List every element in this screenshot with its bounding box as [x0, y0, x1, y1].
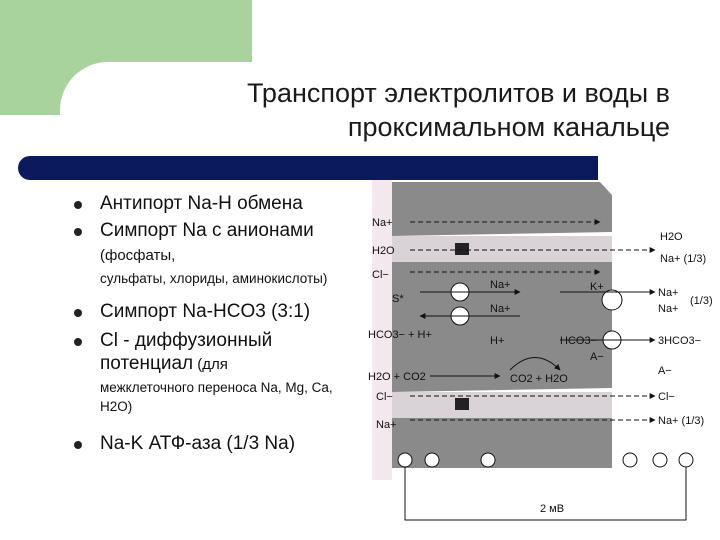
right-label-na-1-3-2: Na+ (1/3) — [658, 415, 704, 427]
right-label-3hco3: 3HCO3− — [658, 335, 701, 347]
label-h2o-co2: H2O + CO2 — [368, 371, 426, 383]
right-label-fraction: (1/3) — [690, 295, 713, 307]
right-label-na: Na+ — [658, 287, 679, 299]
cell-label-na: Na+ — [490, 279, 511, 291]
cell-label-k: K+ — [590, 281, 604, 293]
electrode-plus-icon — [653, 453, 667, 467]
cell-label-co2-h2o: CO2 + H2O — [510, 373, 568, 385]
intercellular-space — [392, 236, 612, 262]
right-label-na-2: Na+ — [658, 303, 679, 315]
label-na-2: Na+ — [376, 419, 397, 431]
label-cl-2: Cl− — [376, 391, 393, 403]
tight-junction — [455, 243, 469, 255]
cell-label-a: A− — [590, 351, 604, 363]
right-label-na-1-3: Na+ (1/3) — [660, 253, 706, 265]
atpase-icon — [602, 290, 622, 310]
electrode-minus-icon — [481, 453, 495, 467]
right-label-cl: Cl− — [658, 391, 675, 403]
tight-junction — [455, 398, 469, 410]
label-s: S* — [392, 293, 404, 305]
cell-top — [392, 182, 612, 236]
cell-label-h: H+ — [490, 335, 504, 347]
label-cl: Cl− — [372, 269, 389, 281]
label-h2o: H2O — [372, 245, 395, 257]
label-na: Na+ — [372, 217, 393, 229]
cell-label-na-2: Na+ — [490, 303, 511, 315]
electrode-minus-icon — [679, 453, 693, 467]
electrode-minus-icon — [623, 453, 637, 467]
electrode-plus-icon — [398, 453, 412, 467]
label-hco3-h: HCO3− + H+ — [368, 329, 432, 341]
scale-label: 2 мВ — [540, 503, 564, 515]
right-label-h2o: H2O — [660, 231, 683, 243]
cell-label-hco3: HCO3− — [560, 335, 597, 347]
electrode-plus-icon — [425, 453, 439, 467]
right-label-a: A− — [658, 365, 672, 377]
